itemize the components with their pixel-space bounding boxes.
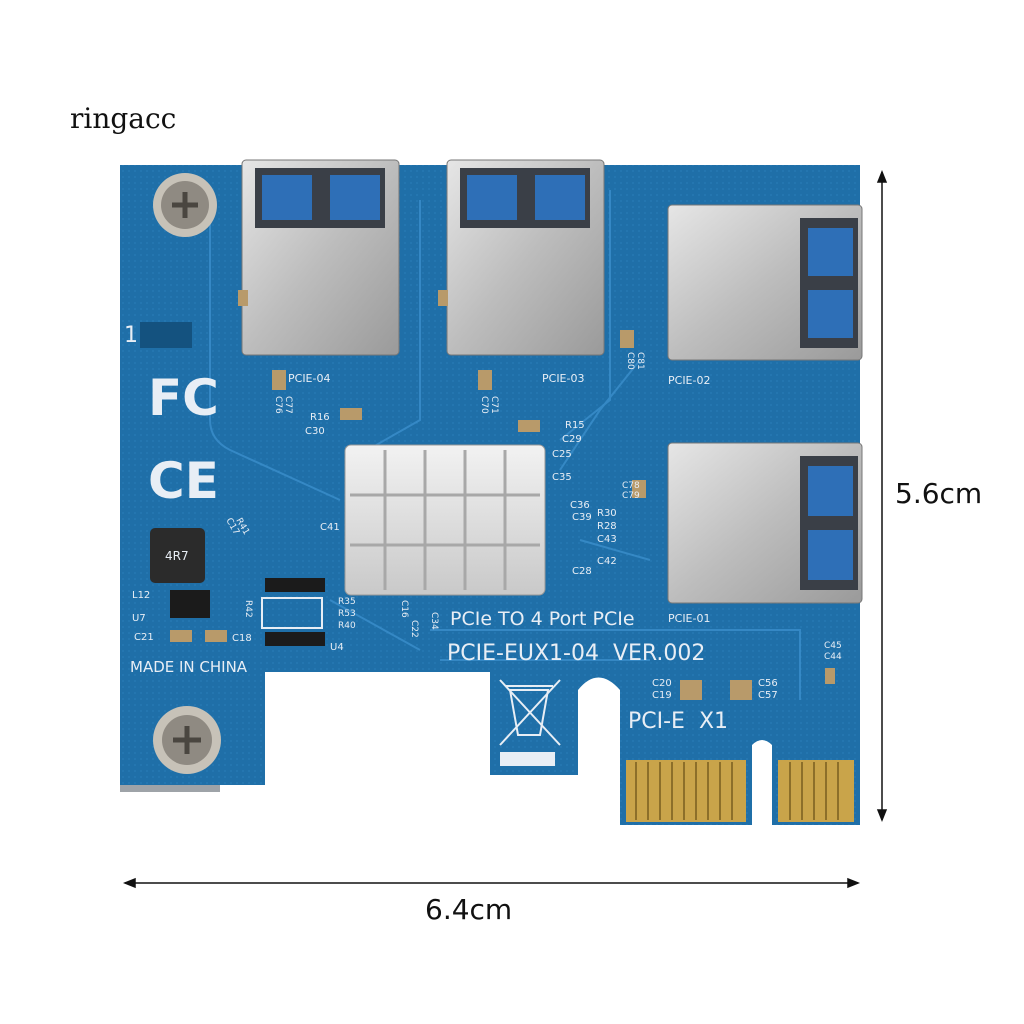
component-labels: C76 C77 C70 C71 R16 C30 R15 C29 C25 C35 …	[132, 352, 842, 701]
component-label: C79	[622, 491, 640, 501]
dimension-arrow-horizontal	[122, 877, 861, 889]
board-number: 1	[124, 323, 138, 348]
component-label: C18	[232, 633, 252, 644]
inductor-label: 4R7	[165, 549, 189, 563]
usb-port-2	[667, 204, 863, 361]
component-label: C80	[625, 352, 635, 370]
inductor	[150, 528, 205, 583]
component-label: C22	[409, 620, 419, 638]
component-label: C34	[429, 612, 439, 630]
port-label-3: PCIE-03	[542, 372, 584, 385]
component-label: C43	[597, 534, 617, 545]
chip-pins-bottom	[265, 632, 325, 646]
component-label: R42	[243, 600, 253, 618]
component-label: C39	[572, 512, 592, 523]
chip-u4-outline	[261, 597, 323, 629]
component-label: R30	[597, 508, 617, 519]
component-label: R16	[310, 412, 330, 423]
component-label: C81	[635, 352, 645, 370]
component-label: C45	[824, 641, 842, 651]
usb-port-1	[667, 442, 863, 604]
capacitors	[170, 290, 835, 700]
component-label: U7	[132, 613, 146, 624]
component-label: C71	[489, 396, 499, 414]
height-dimension-label: 5.6cm	[895, 477, 983, 510]
fcc-mark: FC	[148, 369, 219, 427]
component-label: C28	[572, 566, 592, 577]
component-label: C30	[305, 426, 325, 437]
component-label: C35	[552, 472, 572, 483]
heatsink	[344, 444, 546, 596]
screw-top	[153, 173, 217, 237]
width-dimension-label: 6.4cm	[425, 893, 513, 926]
component-label: C21	[134, 632, 154, 643]
component-label: R40	[338, 621, 356, 631]
port-label-4: PCIE-04	[288, 372, 330, 385]
screw-bottom	[153, 706, 221, 774]
component-label: C41	[320, 522, 340, 533]
component-label: C77	[283, 396, 293, 414]
chip-pins-top	[265, 578, 325, 592]
regulator-chip	[170, 590, 210, 618]
component-label: C19	[652, 690, 672, 701]
component-label: R35	[338, 597, 356, 607]
brand-watermark: ringacc	[70, 102, 177, 135]
component-label: L12	[132, 590, 150, 601]
usb-port-4	[241, 159, 400, 356]
component-label: R15	[565, 420, 585, 431]
component-label: C20	[652, 678, 672, 689]
component-label: R28	[597, 521, 617, 532]
chip-label: U4	[330, 642, 344, 653]
weee-bar	[500, 752, 555, 766]
component-label: C56	[758, 678, 778, 689]
ce-mark: CE	[148, 452, 219, 510]
component-label: C36	[570, 500, 590, 511]
interface-label: PCI-E X1	[628, 709, 728, 734]
port-label-1: PCIE-01	[668, 612, 710, 625]
component-label: C76	[273, 396, 283, 414]
usb-port-3	[446, 159, 605, 356]
weee-recycle-icon	[499, 679, 561, 746]
gold-finger-gaps	[635, 762, 839, 820]
made-in-label: MADE IN CHINA	[130, 658, 248, 676]
component-label: C78	[622, 481, 640, 491]
component-label: C70	[479, 396, 489, 414]
board-model: PCIE-EUX1-04 VER.002	[447, 641, 705, 666]
board-title: PCIe TO 4 Port PCIe	[450, 608, 635, 630]
dimension-arrow-vertical	[876, 169, 888, 823]
component-label: C44	[824, 652, 842, 662]
component-label: C16	[399, 600, 409, 618]
component-label: C25	[552, 449, 572, 460]
component-label: C29	[562, 434, 582, 445]
component-label: C42	[597, 556, 617, 567]
label-sticker	[140, 322, 192, 348]
port-label-2: PCIE-02	[668, 374, 710, 387]
component-label: R53	[338, 609, 356, 619]
component-label: C57	[758, 690, 778, 701]
